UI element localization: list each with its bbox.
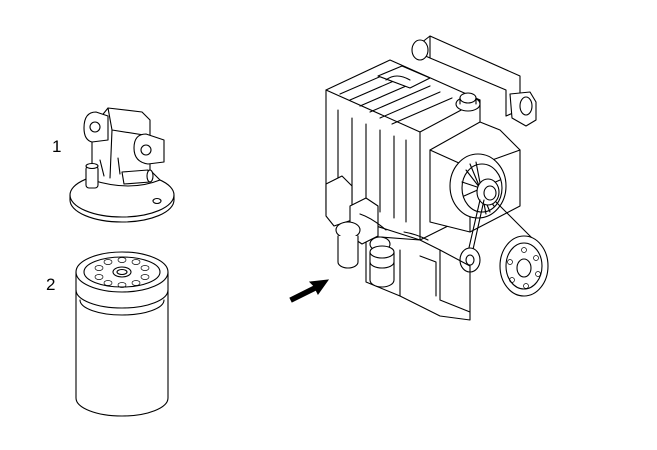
arrow-icon xyxy=(289,279,330,303)
filter-head-icon xyxy=(69,107,175,223)
filter-cartridge-icon xyxy=(75,251,169,417)
callout-1: 1 xyxy=(52,137,61,156)
engine-icon xyxy=(325,35,549,321)
callout-2: 2 xyxy=(46,275,55,294)
